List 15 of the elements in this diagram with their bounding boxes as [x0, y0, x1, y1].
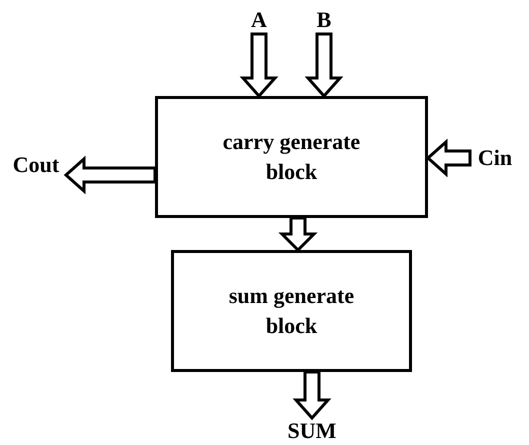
- signal-label: Cin: [478, 145, 512, 171]
- block-arrow: [304, 32, 344, 98]
- block-label: carry generate block: [222, 128, 362, 186]
- block-arrow: [292, 370, 332, 420]
- signal-label: Cout: [12, 152, 60, 178]
- block-arrow: [426, 138, 472, 178]
- block-arrow: [240, 32, 278, 98]
- block-label: sum generate block: [228, 282, 356, 340]
- signal-label: B: [316, 7, 332, 33]
- signal-label: A: [251, 7, 267, 33]
- signal-label: SUM: [288, 418, 336, 444]
- process-block: [171, 250, 412, 372]
- process-block: [155, 96, 428, 218]
- block-arrow: [278, 216, 318, 252]
- block-arrow: [64, 156, 156, 194]
